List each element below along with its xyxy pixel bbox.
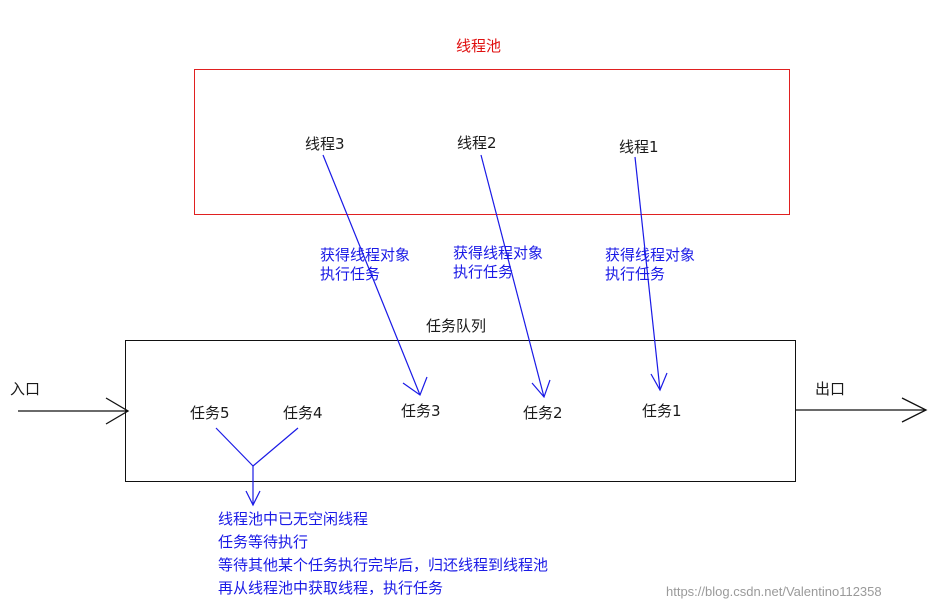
watermark: https://blog.csdn.net/Valentino112358 (666, 584, 882, 599)
thread-2-label: 线程2 (457, 134, 497, 152)
acquire-label-3-line1: 获得线程对象 (605, 246, 696, 264)
task-1-label: 任务1 (642, 402, 682, 420)
acquire-label-2: 获得线程对象 执行任务 (453, 244, 543, 282)
note-line-4: 再从线程池中获取线程，执行任务 (218, 579, 444, 597)
task-5-label: 任务5 (190, 404, 230, 422)
entry-label: 入口 (10, 380, 41, 398)
waiting-note: 线程池中已无空闲线程 任务等待执行 等待其他某个任务执行完毕后，归还线程到线程池… (218, 508, 548, 600)
task-3-label: 任务3 (401, 402, 441, 420)
pool-title: 线程池 (456, 37, 502, 55)
queue-title: 任务队列 (426, 317, 487, 335)
acquire-label-1: 获得线程对象 执行任务 (320, 246, 410, 284)
exit-arrow (796, 397, 928, 423)
acquire-label-3-line2: 执行任务 (605, 264, 666, 283)
note-line-2: 任务等待执行 (218, 533, 309, 551)
task-4-label: 任务4 (283, 404, 323, 422)
entry-arrow (18, 397, 130, 425)
note-line-3: 等待其他某个任务执行完毕后，归还线程到线程池 (218, 556, 549, 574)
thread-3-label: 线程3 (305, 135, 345, 153)
note-line-1: 线程池中已无空闲线程 (218, 510, 369, 528)
acquire-label-2-line2: 执行任务 (453, 262, 514, 281)
thread3-to-task3-arrow (322, 154, 428, 396)
acquire-label-2-line1: 获得线程对象 (453, 244, 544, 262)
thread2-to-task2-arrow (480, 154, 551, 399)
task-2-label: 任务2 (523, 404, 563, 422)
thread-pool-box (194, 69, 790, 215)
exit-label: 出口 (815, 380, 846, 398)
acquire-label-1-line1: 获得线程对象 (320, 246, 411, 264)
thread1-to-task1-arrow (634, 156, 668, 392)
acquire-label-3: 获得线程对象 执行任务 (605, 246, 695, 284)
acquire-label-1-line2: 执行任务 (320, 264, 381, 283)
waiting-tasks-bracket (215, 427, 299, 507)
thread-1-label: 线程1 (619, 138, 659, 156)
